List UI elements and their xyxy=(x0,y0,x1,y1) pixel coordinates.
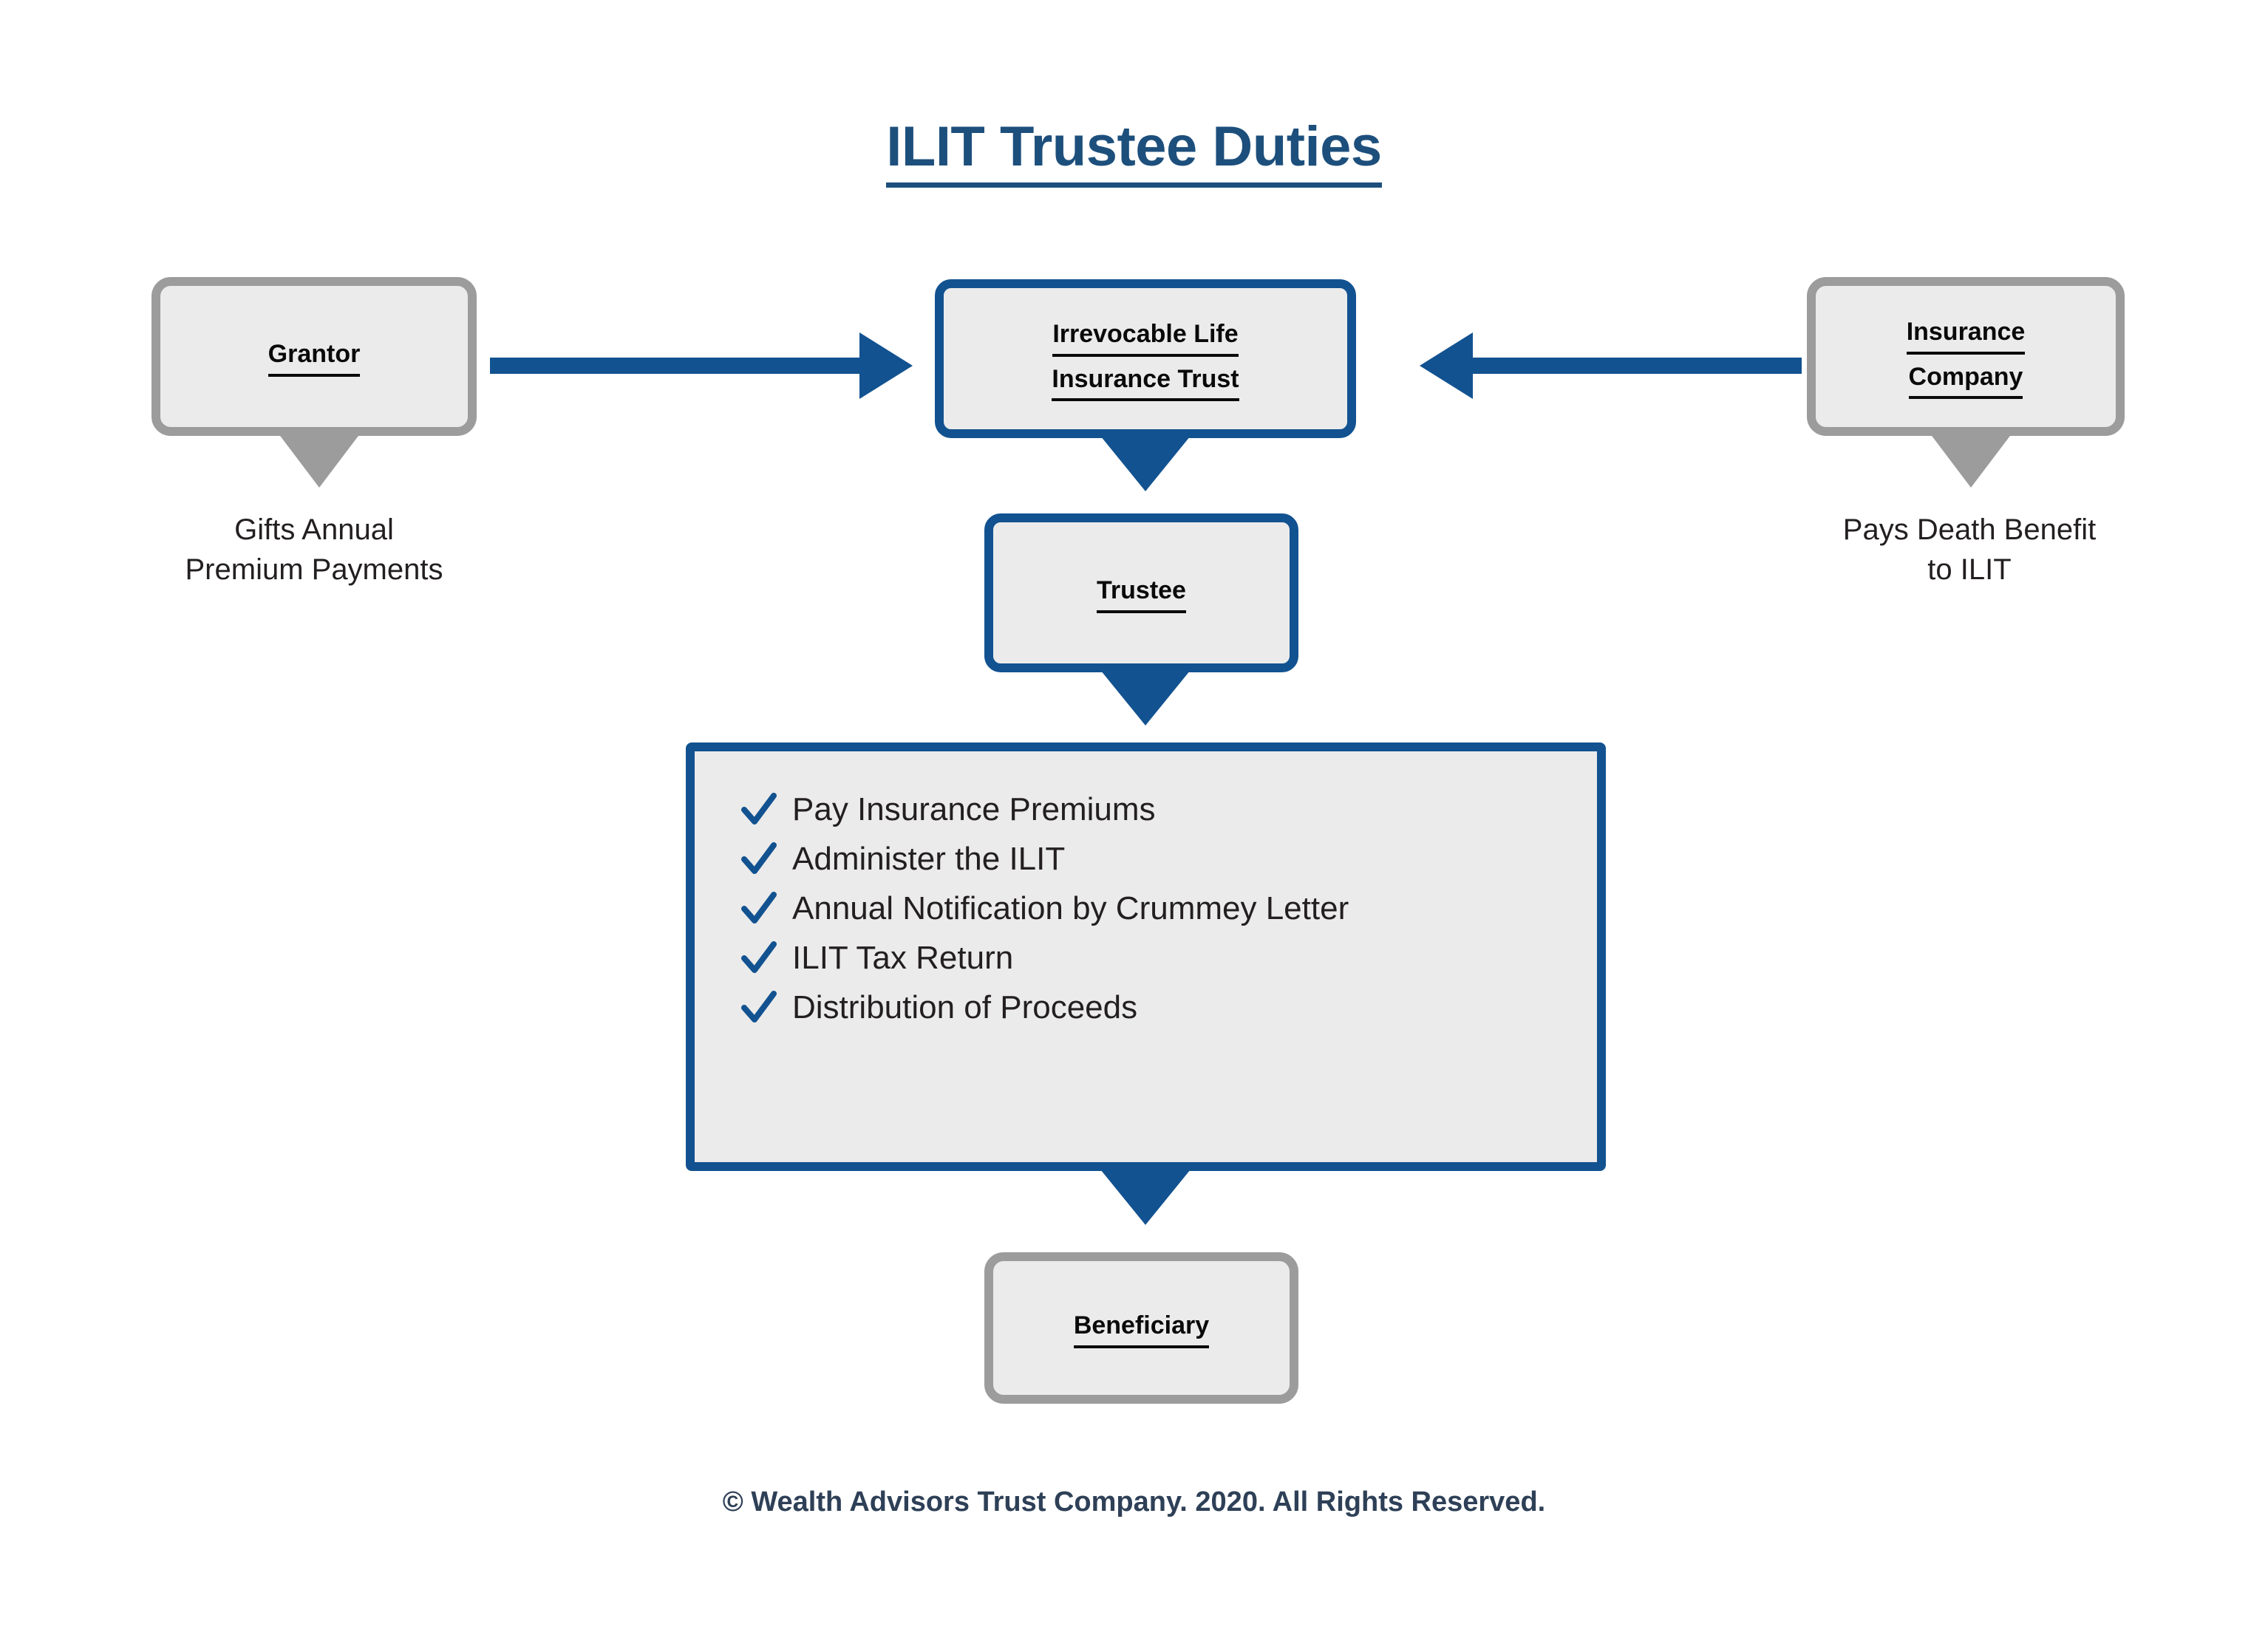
grantor-label: Grantor xyxy=(268,336,361,377)
arrow-insurance-to-ilit-head xyxy=(1420,332,1473,399)
page-title-text: ILIT Trustee Duties xyxy=(886,115,1382,188)
grantor-caption-line2: Premium Payments xyxy=(185,553,443,586)
list-item[interactable]: ILIT Tax Return xyxy=(739,938,1567,978)
list-item[interactable]: Pay Insurance Premiums xyxy=(739,790,1567,830)
list-item[interactable]: Distribution of Proceeds xyxy=(739,988,1567,1028)
trustee-tail xyxy=(1097,666,1193,726)
duty-label: Distribution of Proceeds xyxy=(792,989,1138,1025)
trustee-label: Trustee xyxy=(1097,573,1186,613)
grantor-tail xyxy=(273,427,365,488)
ilit-box[interactable]: Irrevocable Life Insurance Trust xyxy=(935,279,1356,438)
check-icon xyxy=(741,991,777,1022)
check-icon xyxy=(741,793,777,824)
trustee-duties-box[interactable]: Pay Insurance Premiums Administer the IL… xyxy=(686,742,1606,1171)
page-title: ILIT Trustee Duties xyxy=(0,115,2268,188)
grantor-box[interactable]: Grantor xyxy=(151,277,477,436)
insurance-company-tail xyxy=(1925,427,2017,488)
grantor-caption: Gifts Annual Premium Payments xyxy=(107,510,521,590)
insurance-company-label-line2: Company xyxy=(1908,359,2023,399)
duties-list: Pay Insurance Premiums Administer the IL… xyxy=(739,790,1567,1037)
trustee-box[interactable]: Trustee xyxy=(984,513,1298,672)
insurance-company-label-line1: Insurance xyxy=(1906,314,2026,355)
arrow-grantor-to-ilit-shaft xyxy=(490,358,859,374)
arrow-grantor-to-ilit-head xyxy=(859,332,913,399)
trustee-label-text: Trustee xyxy=(1097,573,1186,613)
duty-label: Pay Insurance Premiums xyxy=(792,791,1156,827)
beneficiary-box[interactable]: Beneficiary xyxy=(984,1252,1298,1404)
duty-label: Administer the ILIT xyxy=(792,841,1066,877)
grantor-caption-line1: Gifts Annual xyxy=(234,513,394,546)
arrow-insurance-to-ilit-shaft xyxy=(1473,358,1802,374)
ilit-label-line2: Insurance Trust xyxy=(1052,361,1239,401)
list-item[interactable]: Administer the ILIT xyxy=(739,839,1567,879)
ilit-label-line1: Irrevocable Life xyxy=(1052,316,1239,357)
ilit-label: Irrevocable Life Insurance Trust xyxy=(1052,316,1239,401)
ilit-tail xyxy=(1097,432,1193,491)
grantor-label-text: Grantor xyxy=(268,336,361,377)
check-icon xyxy=(741,892,777,923)
beneficiary-label: Beneficiary xyxy=(1073,1308,1210,1348)
duty-label: Annual Notification by Crummey Letter xyxy=(792,890,1349,926)
insurance-company-box[interactable]: Insurance Company xyxy=(1807,277,2125,436)
check-icon xyxy=(741,842,777,874)
copyright-footer: © Wealth Advisors Trust Company. 2020. A… xyxy=(722,1486,1546,1517)
insurance-company-label: Insurance Company xyxy=(1906,314,2026,399)
list-item[interactable]: Annual Notification by Crummey Letter xyxy=(739,889,1567,929)
duty-label: ILIT Tax Return xyxy=(792,940,1014,976)
check-icon xyxy=(741,941,777,973)
duties-tail xyxy=(1097,1166,1193,1225)
beneficiary-label-text: Beneficiary xyxy=(1073,1308,1210,1348)
insurance-company-caption: Pays Death Benefit to ILIT xyxy=(1763,510,2176,590)
insurance-company-caption-line1: Pays Death Benefit xyxy=(1842,513,2097,546)
insurance-company-caption-line2: to ILIT xyxy=(1927,553,2012,586)
